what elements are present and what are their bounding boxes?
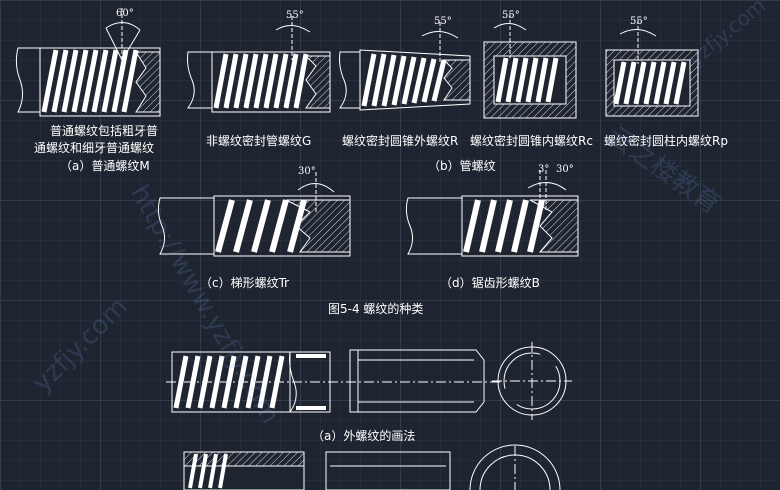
external-thread-caption: （a）外螺纹的画法 — [312, 429, 416, 443]
pipe-rc-caption: 螺纹密封圆锥内螺纹Rc — [470, 134, 593, 148]
pipe-thread-rc — [483, 14, 577, 119]
angle-label-b30: 30° — [556, 164, 574, 175]
metric-desc-line1: 普通螺纹包括粗牙普 — [50, 124, 159, 138]
trapezoidal-thread-tr — [157, 172, 351, 257]
metric-caption: （a）普通螺纹M — [60, 159, 150, 173]
pipe-thread-rp — [605, 20, 699, 117]
angle-label-g: 55° — [286, 10, 304, 21]
external-thread-drawing — [166, 342, 572, 420]
pipe-rp-caption: 螺纹密封圆柱内螺纹Rp — [604, 134, 728, 148]
angle-label-rp: 55° — [630, 16, 648, 27]
angle-label-m: 60° — [116, 8, 134, 19]
angle-label-b3: 3° — [538, 164, 550, 175]
angle-label-r: 55° — [434, 16, 452, 27]
figure-title: 图5-4 螺纹的种类 — [328, 302, 424, 316]
angle-label-tr: 30° — [298, 166, 316, 177]
angle-label-rc: 55° — [502, 10, 520, 21]
pipe-r-caption: 螺纹密封圆锥外螺纹R — [342, 134, 459, 148]
internal-thread-drawing — [183, 444, 561, 490]
pipe-thread-r — [339, 22, 471, 111]
buttress-caption: （d）锯齿形螺纹B — [440, 276, 540, 290]
pipe-thread-caption: （b）管螺纹 — [428, 159, 496, 173]
metric-desc-line2: 通螺纹和细牙普通螺纹 — [34, 141, 155, 155]
pipe-g-caption: 非螺纹密封管螺纹G — [206, 134, 312, 148]
pipe-thread-g — [187, 16, 331, 113]
trapezoidal-caption: （c）梯形螺纹Tr — [200, 276, 290, 290]
buttress-thread-b — [405, 170, 579, 257]
metric-thread-m — [15, 8, 161, 117]
